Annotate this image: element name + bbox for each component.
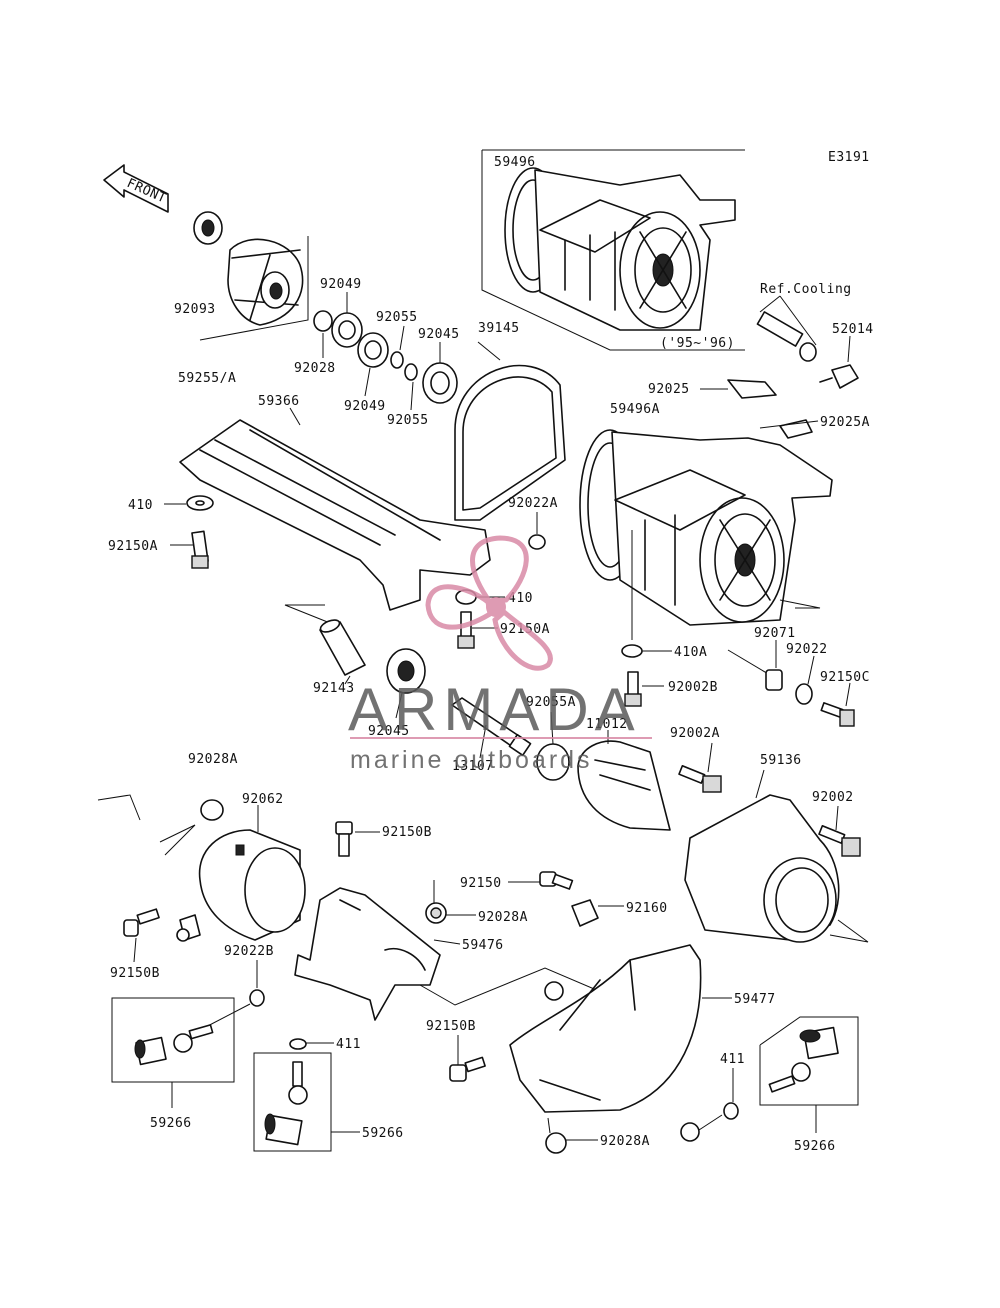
label-92150b-lower: 92150B xyxy=(426,1019,476,1034)
impeller-59255a xyxy=(193,211,309,341)
label-59496: 59496 xyxy=(494,155,536,170)
label-92028a-bottom: 92028A xyxy=(600,1134,650,1149)
label-92150c: 92150C xyxy=(820,670,870,685)
washer-92022b xyxy=(199,960,265,1031)
label-92160: 92160 xyxy=(626,901,668,916)
label-92025a: 92025A xyxy=(820,415,870,430)
label-92150: 92150 xyxy=(460,876,502,891)
box-59266-right xyxy=(723,1016,859,1133)
gasket-39145 xyxy=(454,341,566,521)
plates-92025 xyxy=(700,379,819,439)
bearings-and-seals xyxy=(313,292,458,411)
mount-hardware-right xyxy=(621,530,855,727)
cover-59476 xyxy=(294,887,621,1021)
label-92150b-left: 92150B xyxy=(110,966,160,981)
label-92150b-center: 92150B xyxy=(382,825,432,840)
propeller-logo-icon xyxy=(425,535,553,671)
label-92045-lower: 92045 xyxy=(368,724,410,739)
nozzle-59136 xyxy=(684,769,869,943)
collar-92028a-center xyxy=(425,880,476,924)
box-59266-left xyxy=(111,997,235,1108)
label-92071: 92071 xyxy=(754,626,796,641)
bolt-92002a xyxy=(678,742,722,793)
pump-housing-59496a xyxy=(579,429,833,626)
label-59266-left: 59266 xyxy=(150,1116,192,1131)
collar-92028a-bottom xyxy=(545,1117,598,1154)
cooling-fitting xyxy=(756,295,859,389)
bolt-92150-and-collar-92160 xyxy=(508,871,624,927)
cap-11012 xyxy=(577,730,671,831)
label-59266-right: 59266 xyxy=(794,1139,836,1154)
front-arrow-icon: FRONT xyxy=(103,164,169,213)
label-13107: 13107 xyxy=(452,759,494,774)
label-92143: 92143 xyxy=(313,681,355,696)
diagram-code: E3191 xyxy=(828,150,870,165)
label-59266-center: 59266 xyxy=(362,1126,404,1141)
label-11012: 11012 xyxy=(586,717,628,732)
label-92025: 92025 xyxy=(648,382,690,397)
label-92055-top: 92055 xyxy=(376,310,418,325)
label-411-right: 411 xyxy=(720,1052,745,1067)
ref-a-top xyxy=(544,981,564,1001)
label-59255a: 59255/A xyxy=(178,371,236,386)
label-92022b: 92022B xyxy=(224,944,274,959)
label-92055a: 92055A xyxy=(526,695,576,710)
label-92062: 92062 xyxy=(242,792,284,807)
label-92055-bottom: 92055 xyxy=(387,413,429,428)
bearing-92045-lower xyxy=(386,648,426,719)
label-39145: 39145 xyxy=(478,321,520,336)
label-59477: 59477 xyxy=(734,992,776,1007)
label-410-left: 410 xyxy=(128,498,153,513)
label-59366: 59366 xyxy=(258,394,300,409)
year-note: ('95~'96) xyxy=(660,336,735,351)
label-59136: 59136 xyxy=(760,753,802,768)
label-92028a-left: 92028A xyxy=(188,752,238,767)
label-92045-top: 92045 xyxy=(418,327,460,342)
label-92002a: 92002A xyxy=(670,726,720,741)
ref-cooling-label: Ref.Cooling xyxy=(760,282,852,297)
housing-92062 xyxy=(97,794,306,942)
bolt-92002 xyxy=(818,805,861,857)
cover-59477 xyxy=(509,944,732,1113)
label-52014: 52014 xyxy=(832,322,874,337)
label-59476: 59476 xyxy=(462,938,504,953)
watermark-brand: ARMADA xyxy=(348,676,641,743)
watermark-tagline: marine outboards xyxy=(350,746,593,774)
label-92022a: 92022A xyxy=(508,496,558,511)
label-92150a-left: 92150A xyxy=(108,539,158,554)
bolt-92150b-upper xyxy=(335,821,380,857)
washer-and-bolt-left xyxy=(164,495,214,569)
label-92028: 92028 xyxy=(294,361,336,376)
bolt-92002b xyxy=(624,671,664,707)
label-92049-bottom: 92049 xyxy=(344,399,386,414)
ref-a-bottom xyxy=(680,1114,723,1142)
label-92002b: 92002B xyxy=(668,680,718,695)
pump-housing-59496 xyxy=(481,149,745,351)
bolt-92150b-left xyxy=(123,908,160,963)
label-92049-top: 92049 xyxy=(320,277,362,292)
label-92022: 92022 xyxy=(786,642,828,657)
box-59266-center xyxy=(253,1038,360,1152)
label-92002: 92002 xyxy=(812,790,854,805)
pump-case-59366 xyxy=(179,407,491,611)
label-92028a-center: 92028A xyxy=(478,910,528,925)
label-410-center: 410 xyxy=(508,591,533,606)
label-92093: 92093 xyxy=(174,302,216,317)
label-411-left: 411 xyxy=(336,1037,361,1052)
bolt-92150b-lower xyxy=(449,1035,486,1082)
label-410a: 410A xyxy=(674,645,707,660)
label-59496a: 59496A xyxy=(610,402,660,417)
armada-watermark: ARMADA marine outboards xyxy=(348,535,652,774)
sleeve-92143 xyxy=(284,604,366,685)
